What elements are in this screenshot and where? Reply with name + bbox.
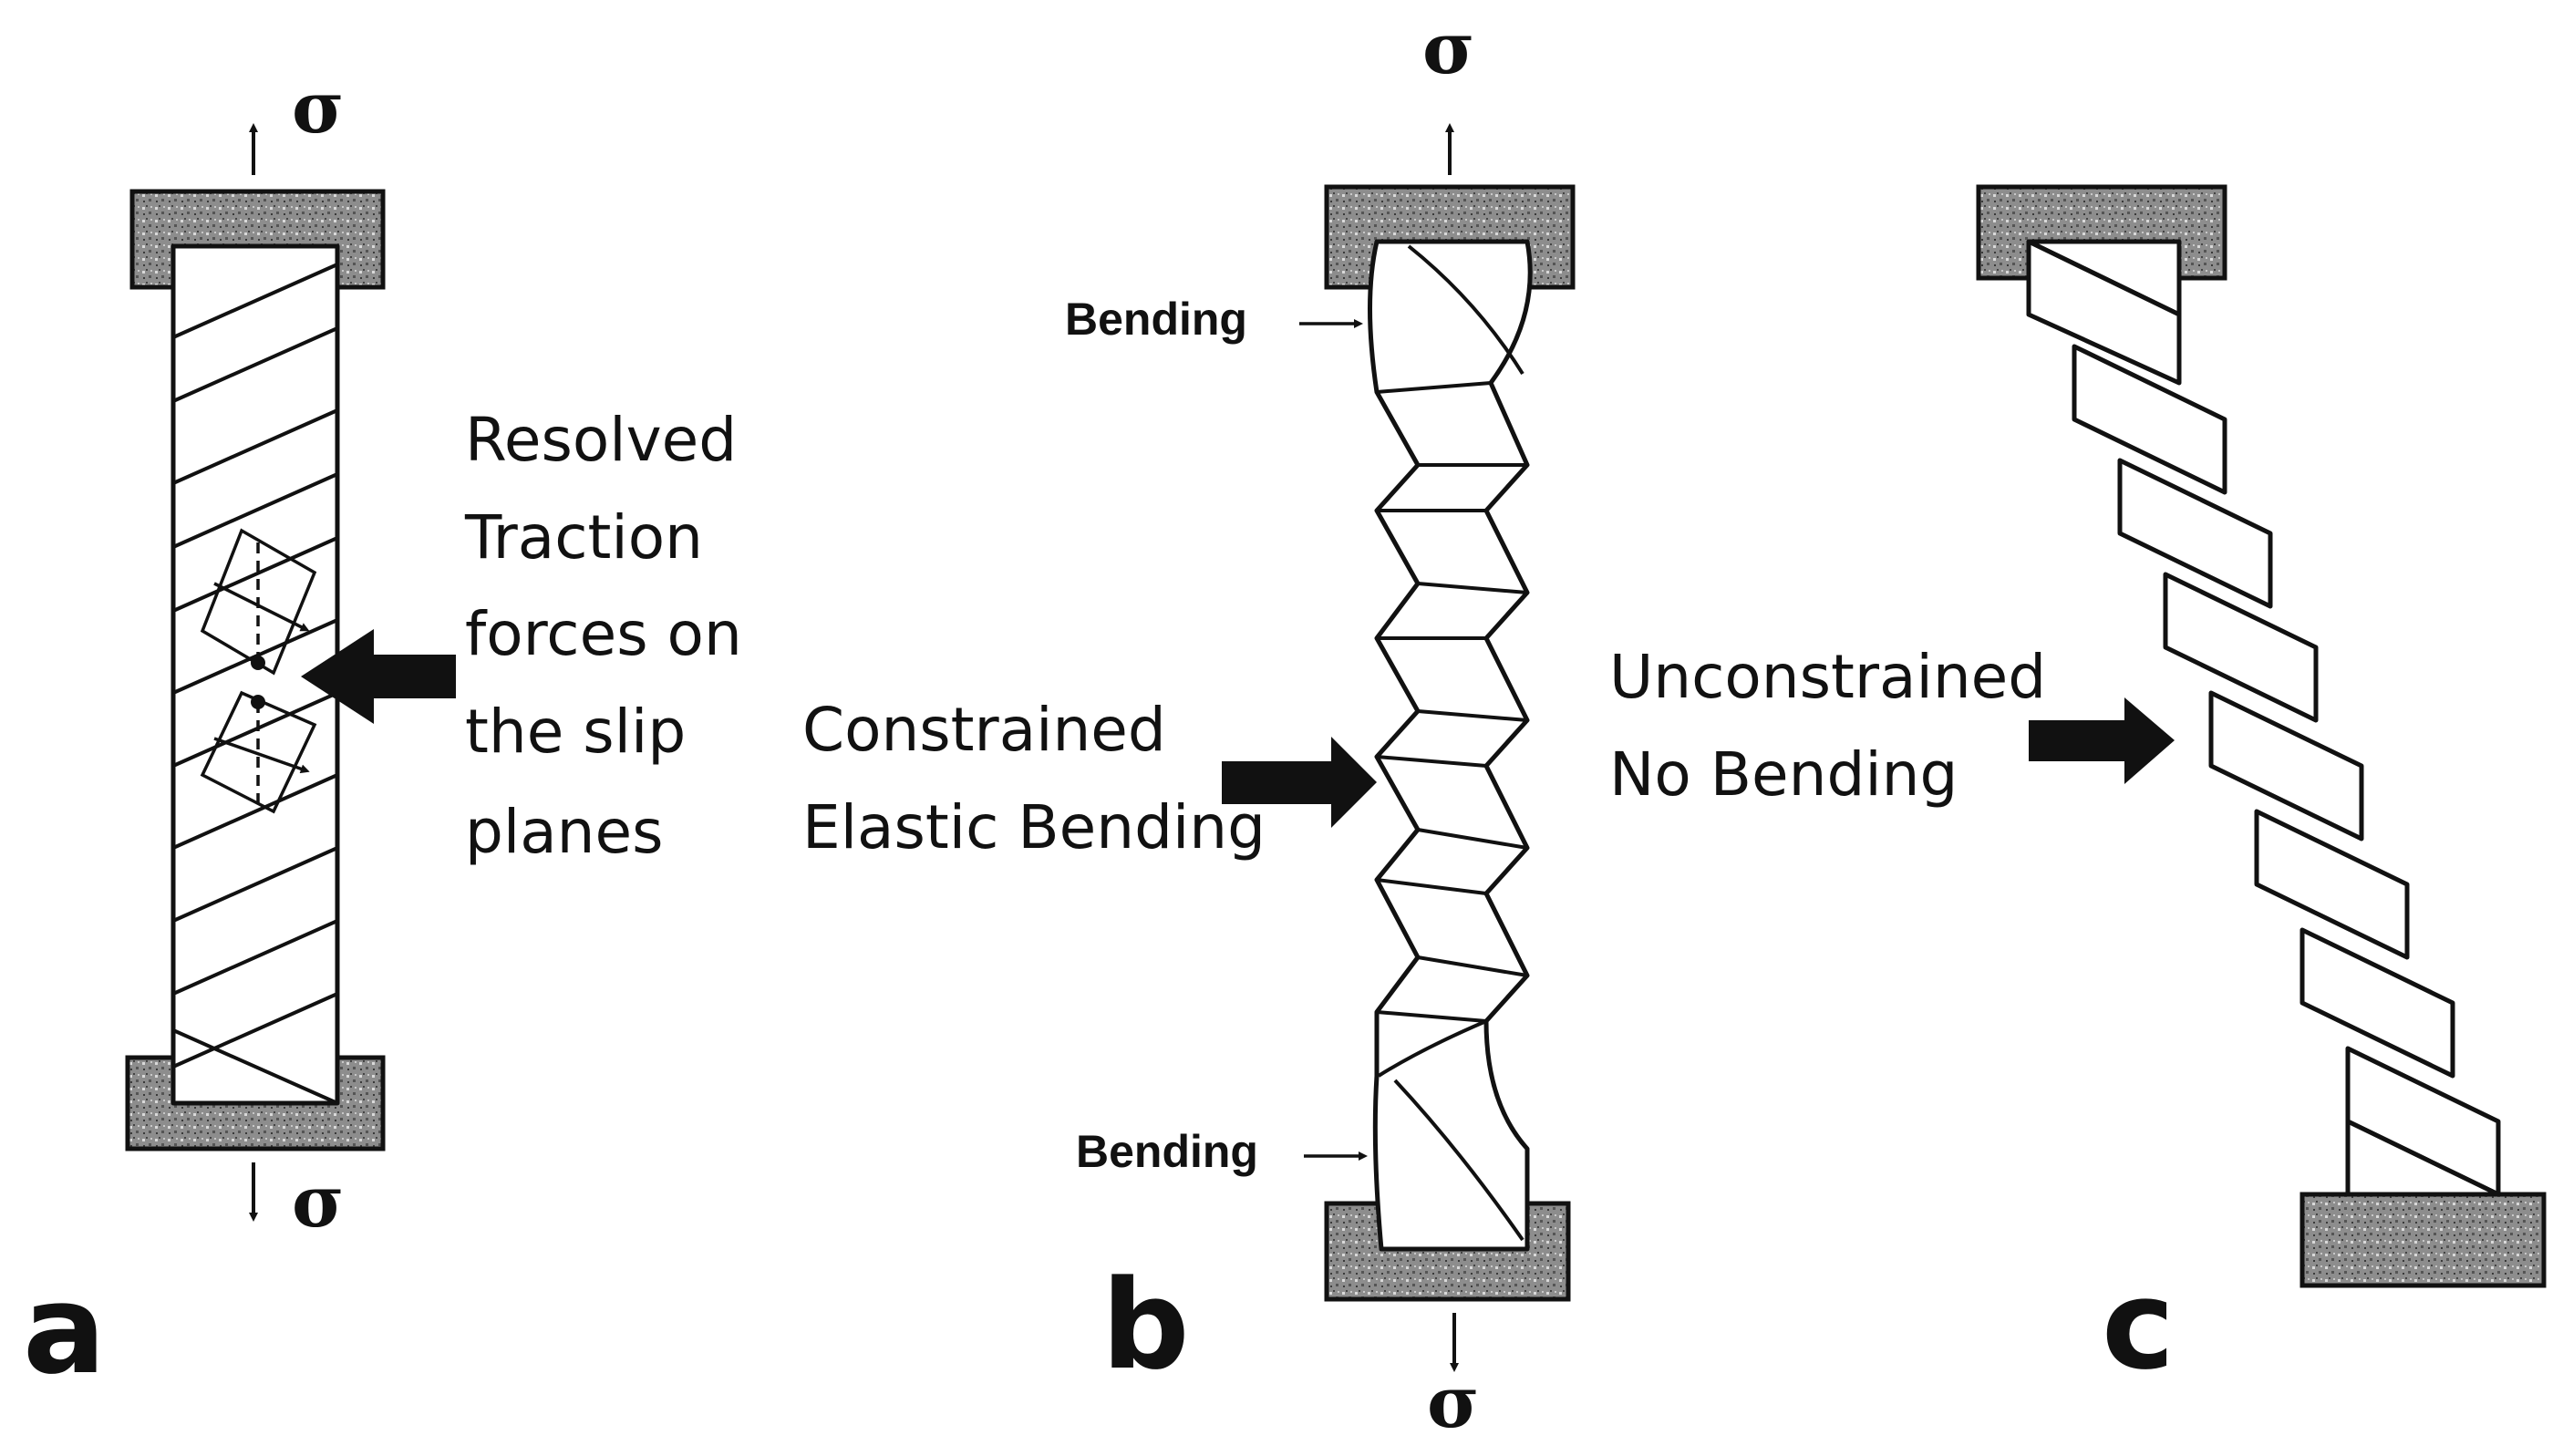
panel-b: σ σ Bending Bending Constrained Elastic … <box>802 7 1576 1444</box>
panel-label-c: c <box>2102 1254 2175 1397</box>
svg-text:No Bending: No Bending <box>1609 739 1958 810</box>
panel-label-b: b <box>1101 1254 1190 1397</box>
svg-text:Constrained: Constrained <box>802 695 1166 765</box>
slip-lines-a <box>173 246 337 1103</box>
svg-text:the slip: the slip <box>465 697 686 767</box>
panel-a: σ σ Resolved Traction forces on the slip… <box>23 67 742 1401</box>
traction-element-lower <box>200 690 317 814</box>
annotation-c: Unconstrained No Bending <box>1609 642 2046 810</box>
svg-text:Elastic Bending: Elastic Bending <box>802 792 1266 862</box>
bending-label-top: Bending <box>1065 294 1247 345</box>
specimen-b <box>1368 239 1533 1252</box>
svg-text:Resolved: Resolved <box>465 405 737 475</box>
arrow-a <box>301 629 456 724</box>
svg-text:planes: planes <box>465 797 664 867</box>
slip-blocks-c <box>2026 239 2501 1197</box>
svg-text:Traction: Traction <box>464 502 703 573</box>
arrow-c <box>2029 697 2175 784</box>
panel-c: Unconstrained No Bending c <box>1609 184 2547 1397</box>
sigma-top-a: σ <box>292 67 345 150</box>
svg-text:Unconstrained: Unconstrained <box>1609 642 2046 712</box>
sigma-top-b: σ <box>1422 7 1475 90</box>
sigma-bottom-b: σ <box>1427 1361 1480 1444</box>
svg-text:forces on: forces on <box>465 599 742 669</box>
panel-label-a: a <box>23 1258 106 1401</box>
annotation-b: Constrained Elastic Bending <box>802 695 1266 862</box>
sigma-bottom-a: σ <box>292 1161 345 1244</box>
annotation-a: Resolved Traction forces on the slip pla… <box>464 405 742 867</box>
bending-label-bottom: Bending <box>1076 1126 1258 1177</box>
arrow-b <box>1222 737 1377 828</box>
bottom-grip-c <box>2299 1192 2547 1288</box>
twisted-segments-b <box>1376 244 1528 1242</box>
traction-element-upper <box>200 528 317 676</box>
